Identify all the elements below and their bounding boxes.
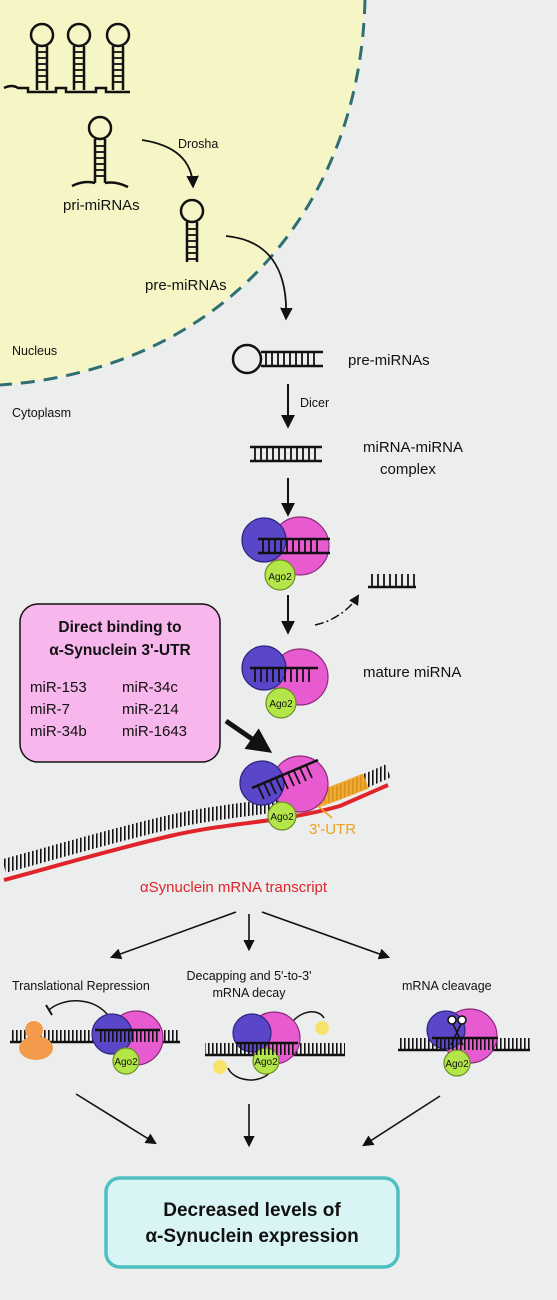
- ribosome: [19, 1036, 53, 1060]
- export-arrow: [225, 235, 293, 321]
- drosha-arrow: [141, 139, 199, 189]
- binding-arrow: [224, 718, 273, 753]
- primary-transcript-hairpins: [3, 22, 131, 94]
- nucleus-area: [0, 0, 365, 385]
- translational-repression-mechanism: Ago2: [10, 1000, 180, 1075]
- mirna-complex-label-line1: miRNA-miRNA: [363, 439, 463, 456]
- passenger-strand-arrow: [314, 594, 360, 626]
- utr-label: 3'-UTR: [309, 821, 356, 838]
- result-box: Decreased levels of α-Synuclein expressi…: [104, 1176, 400, 1269]
- utr-pointer: [317, 805, 333, 819]
- pri-mirnas-label: pri-miRNAs: [63, 197, 140, 214]
- mrna-cleavage-mechanism: Ago2: [398, 1008, 530, 1077]
- binding-box-title-line1: Direct binding to: [58, 619, 181, 636]
- decapping-label-line2: mRNA decay: [213, 986, 287, 1000]
- bound-mirisc: Ago2: [239, 755, 329, 831]
- ago2-label: Ago2: [445, 1059, 469, 1070]
- binding-box-title-line2: α-Synuclein 3'-UTR: [49, 642, 191, 659]
- result-line2: α-Synuclein expression: [145, 1226, 358, 1247]
- pri-mirna-hairpin: [71, 115, 129, 189]
- ago2-label: Ago2: [269, 699, 293, 710]
- nucleus-label: Nucleus: [12, 344, 57, 358]
- decapping-mechanism: Ago2: [205, 1011, 345, 1081]
- mature-mirna-complex: Ago2: [241, 645, 329, 719]
- mrna-cleavage-label: mRNA cleavage: [402, 979, 492, 993]
- pre-mirna-hairpin-cytoplasm: [231, 343, 323, 375]
- scissors-icon: [447, 1015, 467, 1046]
- mirna-item: miR-7: [30, 701, 70, 718]
- ago2-label: Ago2: [254, 1057, 278, 1068]
- mirna-complex-label-line2: complex: [380, 461, 436, 478]
- cytoplasm-label: Cytoplasm: [12, 406, 71, 420]
- ago2-label: Ago2: [268, 572, 292, 583]
- transcript-label: αSynuclein mRNA transcript: [140, 879, 328, 896]
- mirna-item: miR-34c: [122, 679, 178, 696]
- pre-mirna-hairpin-nucleus: [179, 198, 205, 262]
- mirna-item: miR-34b: [30, 723, 87, 740]
- drosha-label: Drosha: [178, 137, 218, 151]
- branch-arrow-right: [261, 911, 391, 960]
- branch-arrow-left: [109, 911, 237, 960]
- dicer-label: Dicer: [300, 396, 329, 410]
- ago2-label: Ago2: [270, 812, 294, 823]
- translational-repression-label: Translational Repression: [12, 979, 150, 993]
- risc-loading-complex: Ago2: [241, 516, 330, 591]
- converge-arrow-left: [75, 1093, 157, 1145]
- mirna-item: miR-153: [30, 679, 87, 696]
- ago2-label: Ago2: [114, 1057, 138, 1068]
- passenger-strand: [368, 574, 416, 589]
- mature-mirna-label: mature miRNA: [363, 664, 461, 681]
- pre-mirnas-cytoplasm-label: pre-miRNAs: [348, 352, 430, 369]
- mirna-duplex: [250, 445, 322, 463]
- pre-mirnas-nucleus-label: pre-miRNAs: [145, 277, 227, 294]
- mirna-item: miR-214: [122, 701, 179, 718]
- direct-binding-box: Direct binding to α-Synuclein 3'-UTR miR…: [19, 603, 221, 763]
- result-line1: Decreased levels of: [163, 1200, 341, 1221]
- mirna-item: miR-1643: [122, 723, 187, 740]
- decapping-label-line1: Decapping and 5'-to-3': [187, 969, 312, 983]
- converge-arrow-right: [362, 1095, 441, 1147]
